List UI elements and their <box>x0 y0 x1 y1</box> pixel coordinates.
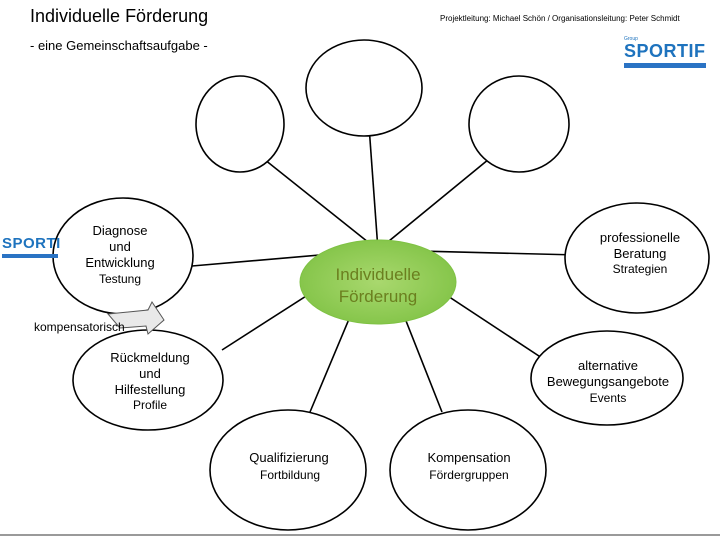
diagnose-title-1: Diagnose <box>92 223 148 238</box>
page-title: Individuelle Förderung <box>30 6 209 26</box>
empty-node-top-left <box>195 75 285 173</box>
alternative-sub: Events <box>589 391 627 405</box>
sportif-logo-small: SPORTIF <box>2 236 60 258</box>
logo-group-label: Group <box>624 36 638 42</box>
empty-node-top-right <box>468 75 570 173</box>
center-node <box>299 239 457 325</box>
credits-text: Projektleitung: Michael Schön / Organisa… <box>440 14 680 23</box>
beratung-title-2: Beratung <box>613 246 667 261</box>
diagnose-title-2: und <box>109 239 131 254</box>
beratung-label: professionelle Beratung Strategien <box>580 230 700 276</box>
connector-top-right <box>377 149 501 251</box>
diagnose-title-3: Entwicklung <box>85 255 155 270</box>
qualifizierung-label: Qualifizierung Fortbildung <box>230 450 348 482</box>
rueckmeldung-label: Rückmeldung und Hilfestellung Profile <box>95 350 205 412</box>
alternative-title-1: alternative <box>578 358 638 373</box>
alternative-title-2: Bewegungsangebote <box>546 374 670 389</box>
diagnose-sub: Testung <box>98 272 142 286</box>
qualifizierung-sub: Fortbildung <box>260 468 321 482</box>
arrow-icon <box>106 301 165 335</box>
kompensatorisch-note: kompensatorisch <box>34 320 125 334</box>
logo-wordmark: SPORTIF <box>624 41 706 61</box>
kompensation-title: Kompensation <box>427 450 511 465</box>
rueckmeldung-sub: Profile <box>133 398 168 412</box>
logo-small-bar <box>2 254 58 258</box>
bottom-divider <box>0 534 720 536</box>
sportif-logo: Group SPORTIF <box>624 36 708 68</box>
node-kompensation <box>389 409 547 531</box>
node-beratung <box>564 202 710 314</box>
logo-bar <box>624 63 706 68</box>
center-label-line2: Förderung <box>338 287 418 306</box>
rueckmeldung-title-2: und <box>139 366 161 381</box>
node-qualifizierung <box>209 409 367 531</box>
center-label: Individuelle Förderung <box>298 264 458 308</box>
rueckmeldung-title-3: Hilfestellung <box>114 382 186 397</box>
logo-small-wordmark: SPORTIF <box>2 236 60 252</box>
rueckmeldung-title-1: Rückmeldung <box>110 350 190 365</box>
node-alternative <box>530 330 684 426</box>
page-subtitle: - eine Gemeinschaftsaufgabe - <box>30 38 208 53</box>
center-label-line1: Individuelle <box>335 265 421 284</box>
beratung-sub: Strategien <box>612 262 668 276</box>
qualifizierung-title: Qualifizierung <box>249 450 329 465</box>
kompensation-sub: Fördergruppen <box>429 468 509 482</box>
diagnose-label: Diagnose und Entwicklung Testung <box>68 223 172 286</box>
beratung-title-1: professionelle <box>599 230 681 245</box>
empty-node-top-center <box>305 39 423 137</box>
alternative-label: alternative Bewegungsangebote Events <box>534 358 682 405</box>
kompensation-label: Kompensation Fördergruppen <box>410 450 528 482</box>
